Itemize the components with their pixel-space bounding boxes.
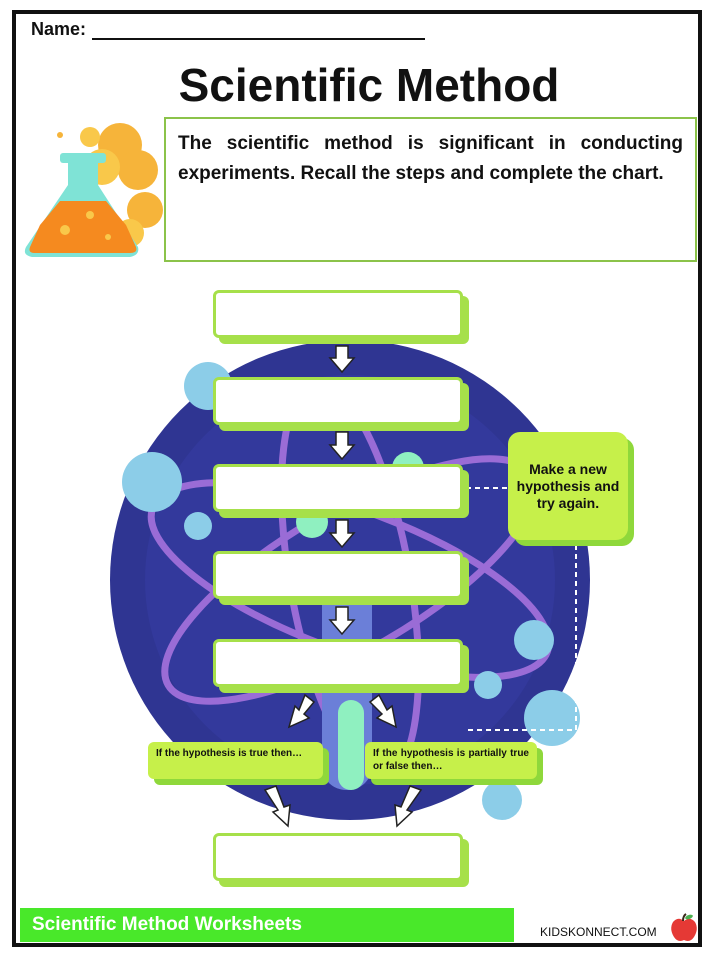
arrow-diagonal-icon xyxy=(394,785,423,828)
arrow-down-icon xyxy=(328,519,356,549)
step-box-4[interactable] xyxy=(213,551,463,599)
arrow-diagonal-icon xyxy=(287,693,316,729)
arrow-down-icon xyxy=(328,431,356,461)
arrow-diagonal-icon xyxy=(263,785,291,828)
step-box-1[interactable] xyxy=(213,290,463,338)
flask-icon xyxy=(24,123,163,257)
step-box-final[interactable] xyxy=(213,833,463,881)
retry-callout: Make a new hypothesis and try again. xyxy=(508,432,628,540)
name-field[interactable] xyxy=(92,38,425,40)
brand-text: KIDSKONNECT.COM xyxy=(540,925,657,939)
branch-true-callout: If the hypothesis is true then… xyxy=(148,742,323,779)
footer-title: Scientific Method Worksheets xyxy=(20,908,514,942)
apple-icon xyxy=(671,913,697,941)
instructions-box: The scientific method is significant in … xyxy=(164,117,697,262)
arrow-down-icon xyxy=(328,606,356,636)
name-label: Name: xyxy=(31,19,87,39)
worksheet-frame xyxy=(12,10,702,947)
step-box-2[interactable] xyxy=(213,377,463,425)
page-title: Scientific Method xyxy=(178,59,560,111)
dashed-connector xyxy=(466,545,577,731)
arrow-diagonal-icon xyxy=(368,693,398,729)
step-box-3[interactable] xyxy=(213,464,463,512)
arrow-down-icon xyxy=(328,345,356,374)
branch-partial-callout: If the hypothesis is partially true or f… xyxy=(365,742,537,779)
step-box-5[interactable] xyxy=(213,639,463,687)
